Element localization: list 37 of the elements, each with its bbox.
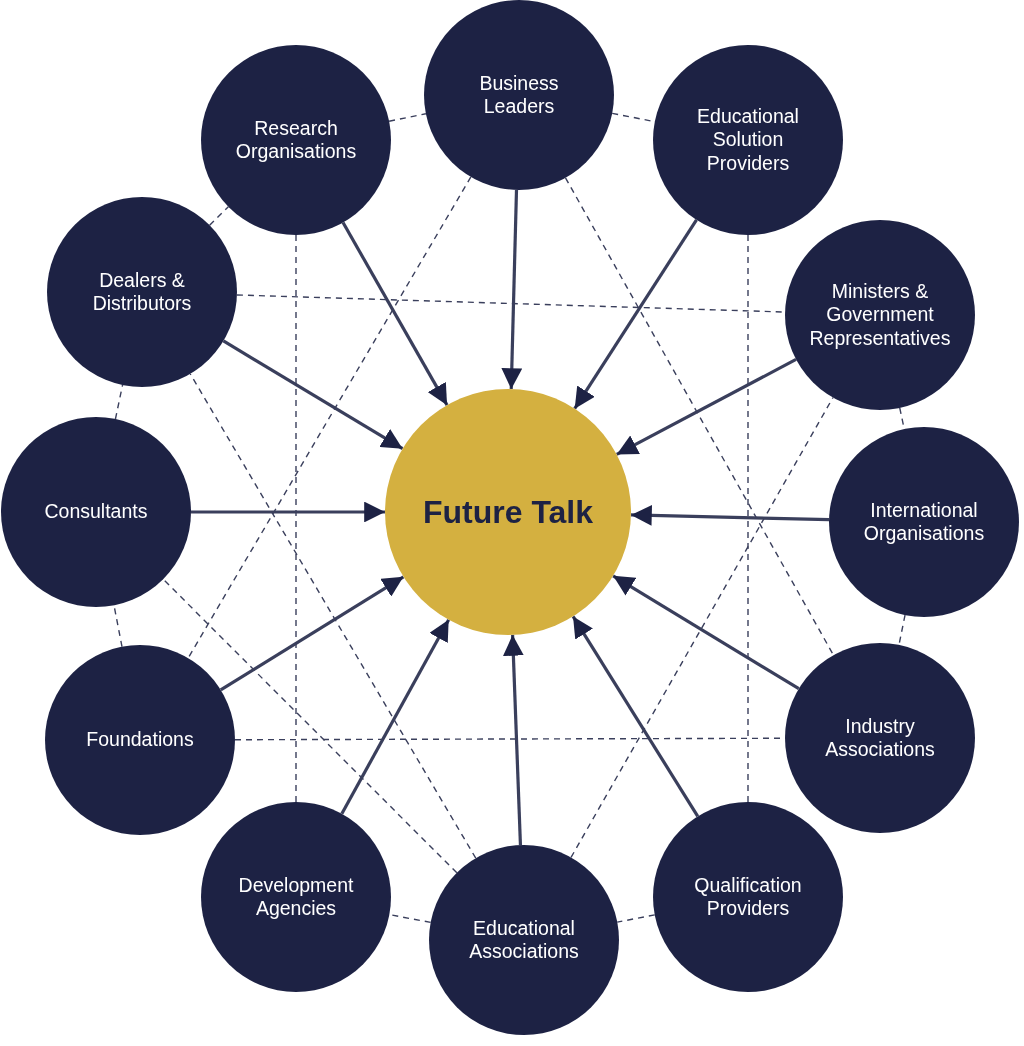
arrow — [219, 575, 405, 692]
arrow — [571, 615, 700, 818]
arrow — [503, 634, 524, 846]
dashed-connector — [189, 373, 477, 859]
node-label: Research Organisations — [234, 116, 358, 164]
node-label: Business Leaders — [478, 71, 560, 119]
node-label: Consultants — [44, 500, 148, 524]
dashed-connector — [162, 578, 458, 874]
arrow — [340, 618, 451, 815]
dashed-connector — [570, 396, 834, 859]
node-label: Dealers & Distributors — [91, 268, 193, 316]
dashed-connector — [187, 176, 472, 659]
node-label: Industry Associations — [824, 714, 936, 762]
dashed-connector — [208, 206, 230, 226]
arrow — [501, 189, 523, 390]
node-label: Educational Associations — [468, 916, 580, 964]
dashed-connector — [747, 234, 749, 803]
arrow — [341, 221, 449, 406]
arrow — [612, 574, 800, 691]
node-label: International Organisations — [862, 498, 986, 546]
arrow — [222, 339, 404, 450]
arrow — [630, 505, 830, 526]
node-label: Foundations — [86, 728, 194, 752]
arrow — [191, 501, 385, 523]
dashed-connector — [616, 914, 656, 923]
node-label: Qualification Providers — [693, 873, 803, 921]
dashed-connector — [388, 113, 427, 122]
dashed-connector — [295, 234, 297, 803]
node-label: Future Talk — [422, 493, 594, 532]
node-label: Ministers & Government Representatives — [808, 279, 952, 351]
dashed-connector — [898, 614, 906, 646]
dashed-connector — [114, 384, 124, 420]
dashed-connector — [564, 177, 835, 656]
node-label: Educational Solution Providers — [696, 104, 800, 176]
arrow — [573, 218, 698, 410]
node-label: Development Agencies — [237, 873, 355, 921]
arrow — [615, 358, 797, 456]
